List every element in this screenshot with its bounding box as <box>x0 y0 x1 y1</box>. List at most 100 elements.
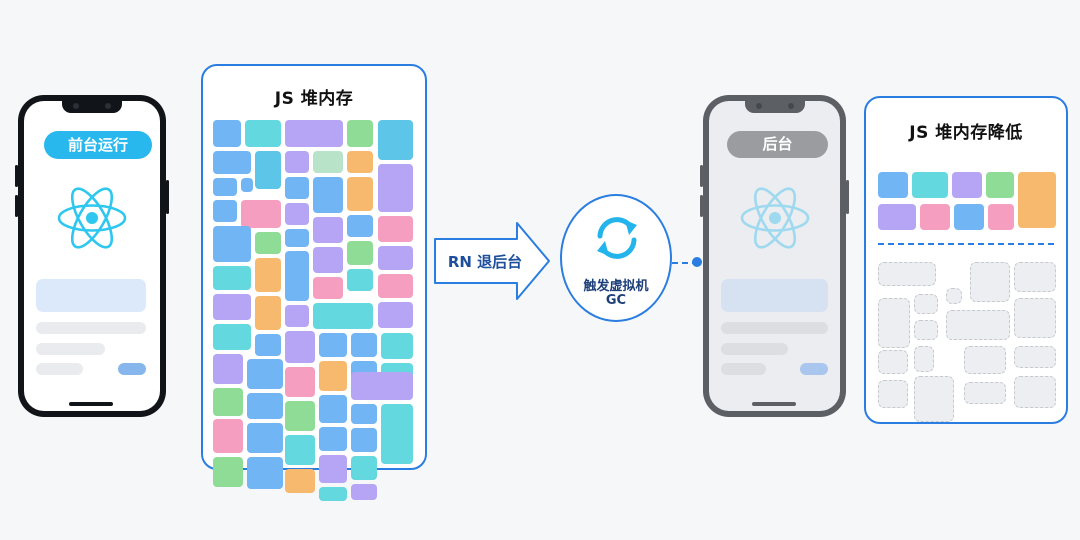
memory-block <box>313 277 343 299</box>
memory-block <box>255 151 281 189</box>
memory-block <box>878 204 916 230</box>
memory-block <box>313 217 343 243</box>
placeholder-card <box>36 279 146 312</box>
freed-block <box>914 376 954 422</box>
phone-foreground: 前台运行 <box>15 95 169 417</box>
background-status-badge: 后台 <box>727 131 828 158</box>
phone-side-button <box>166 180 169 214</box>
memory-block <box>347 215 373 237</box>
memory-block <box>285 367 315 397</box>
freed-block <box>878 350 908 374</box>
memory-block <box>952 172 982 198</box>
placeholder-button <box>118 363 146 375</box>
memory-block <box>213 200 237 222</box>
memory-block <box>247 359 283 389</box>
home-indicator <box>752 402 796 406</box>
memory-block <box>213 120 241 147</box>
freed-block <box>964 346 1006 374</box>
memory-block <box>1018 172 1056 228</box>
memory-block <box>378 120 413 160</box>
memory-block <box>285 229 309 247</box>
freed-block <box>914 294 938 314</box>
memory-block <box>319 395 347 423</box>
memory-block <box>319 333 347 357</box>
phone-side-button <box>700 195 703 217</box>
gc-label-line2: GC <box>605 293 627 308</box>
phone-background: 后台 <box>700 95 849 417</box>
memory-block <box>319 455 347 483</box>
memory-block <box>285 120 343 147</box>
gc-trigger-node: 触发虚拟机 GC <box>560 194 672 322</box>
memory-block <box>247 457 283 489</box>
memory-block <box>378 164 413 212</box>
freed-block <box>1014 298 1056 338</box>
freed-block <box>964 382 1006 404</box>
phone-screen: 前台运行 <box>24 101 160 411</box>
memory-block <box>285 331 315 363</box>
memory-block <box>285 305 309 327</box>
memory-block <box>319 427 347 451</box>
placeholder-line <box>721 363 766 375</box>
memory-block <box>381 404 413 464</box>
memory-block <box>313 177 343 213</box>
memory-block <box>285 177 309 199</box>
memory-block <box>351 404 377 424</box>
freed-block <box>914 320 938 340</box>
placeholder-line <box>36 363 83 375</box>
memory-block <box>241 200 281 228</box>
memory-block <box>381 333 413 359</box>
memory-block <box>378 274 413 298</box>
memory-block <box>378 246 413 270</box>
memory-block <box>213 388 243 416</box>
placeholder-line <box>36 322 146 334</box>
freed-block <box>914 346 934 372</box>
right-arrow-icon <box>434 222 550 300</box>
phone-notch <box>62 101 122 113</box>
phone-side-button <box>846 180 849 214</box>
memory-block <box>378 216 413 242</box>
memory-block <box>255 258 281 292</box>
freed-block <box>878 380 908 408</box>
memory-block <box>213 226 251 262</box>
memory-block <box>241 178 253 192</box>
memory-block <box>213 354 243 384</box>
freed-block <box>1014 262 1056 292</box>
memory-block <box>920 204 950 230</box>
freed-block <box>970 262 1010 302</box>
memory-block <box>255 334 281 356</box>
memory-block <box>347 151 373 173</box>
js-heap-title: JS 堆内存 <box>274 89 354 109</box>
dashed-connector <box>672 262 698 264</box>
placeholder-line <box>721 322 828 334</box>
memory-block <box>878 172 908 198</box>
placeholder-line <box>721 343 788 355</box>
transition-label: RN 退后台 <box>447 253 523 271</box>
memory-block <box>285 469 315 493</box>
home-indicator <box>69 402 113 406</box>
memory-block <box>213 457 243 487</box>
memory-block <box>351 456 377 480</box>
memory-block <box>319 487 347 501</box>
memory-block <box>351 484 377 500</box>
memory-block <box>255 296 281 330</box>
memory-block <box>285 203 309 225</box>
freed-block <box>946 310 1010 340</box>
gc-label-line1: 触发虚拟机 <box>583 279 649 294</box>
memory-block <box>347 177 373 211</box>
js-heap-panel: JS 堆内存 <box>201 64 427 501</box>
memory-block <box>347 241 373 265</box>
memory-block <box>313 247 343 273</box>
freed-block <box>878 262 936 286</box>
memory-block <box>313 303 373 329</box>
memory-block <box>319 361 347 391</box>
freed-block <box>1014 346 1056 368</box>
memory-block <box>213 178 237 196</box>
memory-block <box>988 204 1014 230</box>
memory-block <box>247 423 283 453</box>
memory-block <box>351 333 377 357</box>
memory-block <box>347 120 373 147</box>
freed-block <box>946 288 962 304</box>
memory-block <box>351 428 377 452</box>
js-heap-reduced-panel: JS 堆内存降低 <box>864 96 1068 424</box>
freed-block <box>1014 376 1056 408</box>
